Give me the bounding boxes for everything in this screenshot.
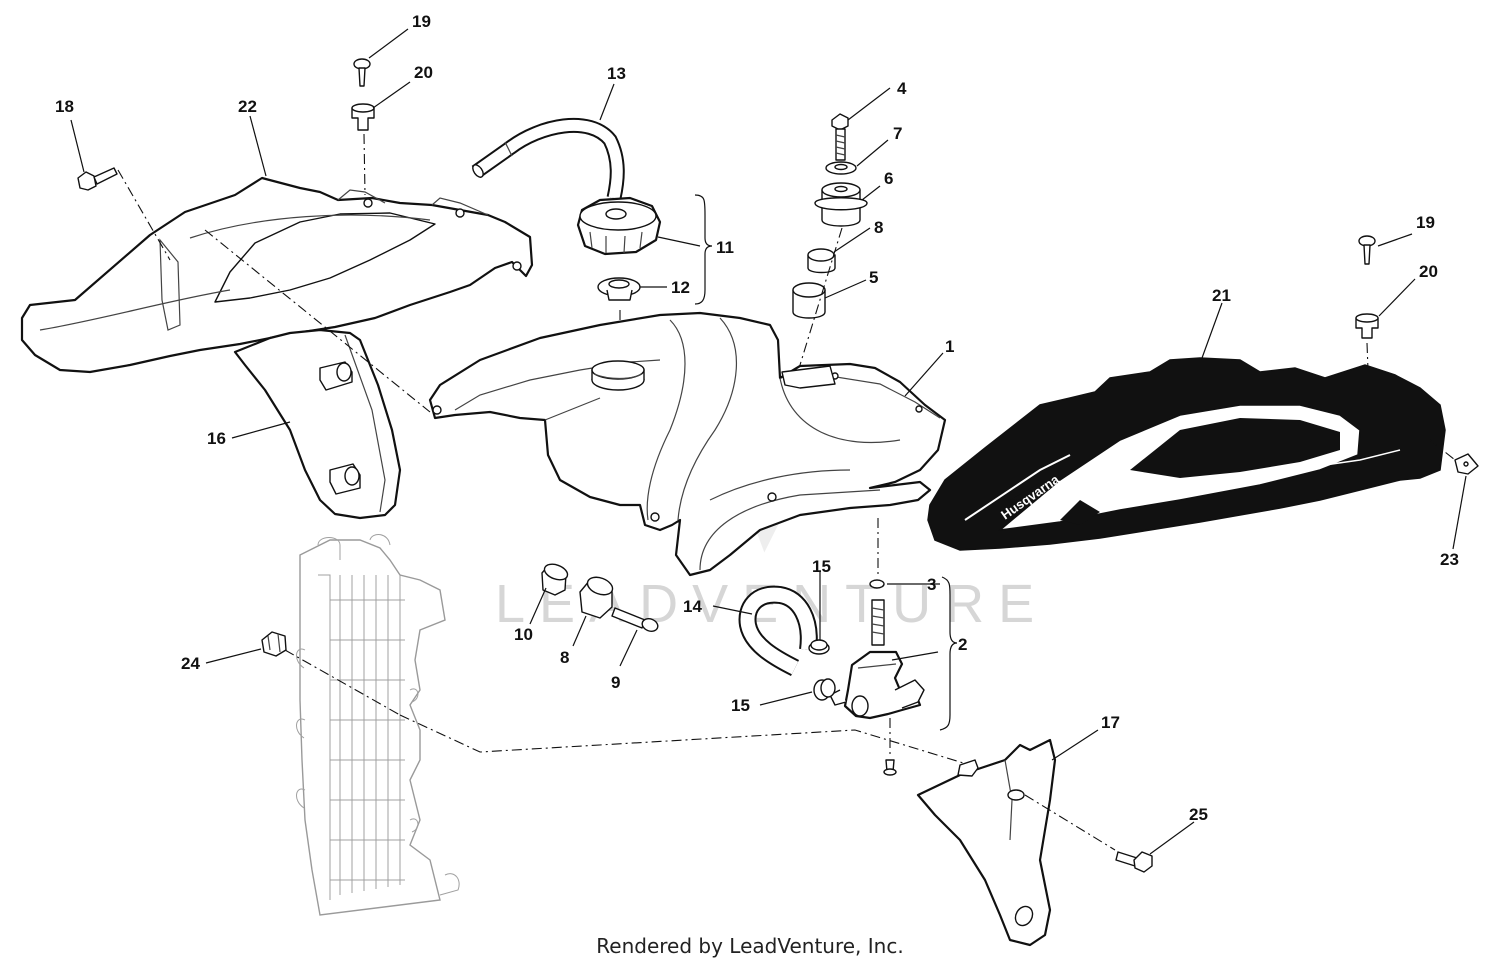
part-6-rubber-bushing	[814, 182, 868, 227]
callout-16: 16	[207, 429, 226, 448]
valve-screw-bottom	[883, 759, 897, 776]
callout-12: 12	[671, 278, 690, 297]
callout-9: 9	[611, 673, 620, 692]
dash-line-24-radiator	[284, 649, 401, 716]
part-17-right-bracket	[916, 738, 1057, 947]
part-19-screw-right	[1358, 235, 1376, 265]
callout-4: 4	[897, 79, 907, 98]
callout-7: 7	[893, 124, 902, 143]
callout-labels: 19 20 18 22 13 11 12 4 7 6 8 5 1 21 19 2…	[55, 12, 1459, 824]
part-7-washer	[825, 161, 857, 175]
part-8-spacer	[807, 248, 836, 274]
callout-15-upper: 15	[812, 557, 831, 576]
callout-2: 2	[958, 635, 967, 654]
callout-11: 11	[716, 238, 734, 257]
part-15-clamp-lower	[813, 678, 836, 701]
callout-13: 13	[607, 64, 626, 83]
dash-line-radiator-17	[399, 714, 971, 766]
leader-lines	[70, 28, 1467, 855]
footer-credit: Rendered by LeadVenture, Inc.	[596, 934, 904, 958]
callout-6: 6	[884, 169, 893, 188]
part-13-vent-hose	[471, 118, 625, 200]
part-8-lower-spacer	[579, 576, 614, 619]
callout-3: 3	[927, 575, 936, 594]
callout-25: 25	[1189, 805, 1208, 824]
dash-line-17-25	[1024, 794, 1116, 851]
callout-19-right: 19	[1416, 213, 1435, 232]
callout-14: 14	[683, 597, 702, 616]
callout-8-upper: 8	[874, 218, 883, 237]
part-14-fuel-hose	[738, 585, 818, 677]
dash-line-18-22	[117, 169, 171, 261]
callout-10: 10	[514, 625, 533, 644]
part-19-screw-left	[353, 58, 371, 87]
callout-20-right: 20	[1419, 262, 1438, 281]
callout-20-left: 20	[414, 63, 433, 82]
brace-11-12	[694, 194, 713, 305]
part-22-left-side-panel	[20, 176, 534, 374]
watermark-text: LEADVENTURE	[495, 574, 1048, 634]
part-20-grommet-right	[1355, 313, 1379, 339]
part-1-fuel-tank	[428, 311, 947, 577]
callout-8-lower: 8	[560, 648, 569, 667]
callout-23: 23	[1440, 550, 1459, 569]
part-15-clamp-upper	[808, 639, 830, 655]
part-24-clip	[261, 631, 287, 657]
part-20-grommet-left	[351, 103, 375, 131]
part-9-bolt	[611, 607, 659, 632]
dash-line-21-23	[1429, 439, 1456, 461]
dash-line-22-tank	[204, 229, 431, 413]
callout-22: 22	[238, 97, 257, 116]
part-3-o-ring	[869, 579, 885, 589]
callout-24: 24	[181, 654, 200, 673]
callout-17: 17	[1101, 713, 1120, 732]
brace-2-3	[939, 576, 958, 731]
callout-21: 21	[1212, 286, 1231, 305]
part-2-fuel-valve	[829, 599, 925, 720]
part-18-bolt	[77, 167, 118, 191]
part-12-gasket	[597, 277, 641, 301]
dash-line-20-22	[363, 133, 366, 196]
part-11-fuel-cap	[576, 196, 662, 256]
radiator	[296, 534, 460, 916]
part-16-left-bracket	[233, 328, 402, 520]
callout-19-left: 19	[412, 12, 431, 31]
part-10-bushing	[541, 563, 569, 596]
part-23-nut	[1454, 453, 1479, 475]
callout-18: 18	[55, 97, 74, 116]
callout-5: 5	[869, 268, 878, 287]
part-4-bolt	[831, 113, 849, 161]
dash-line-20-21	[1366, 342, 1369, 371]
part-21-right-side-panel: Husqvarna	[927, 357, 1446, 551]
callout-1: 1	[945, 337, 954, 356]
part-25-bolt	[1115, 851, 1153, 873]
callout-15-lower: 15	[731, 696, 750, 715]
